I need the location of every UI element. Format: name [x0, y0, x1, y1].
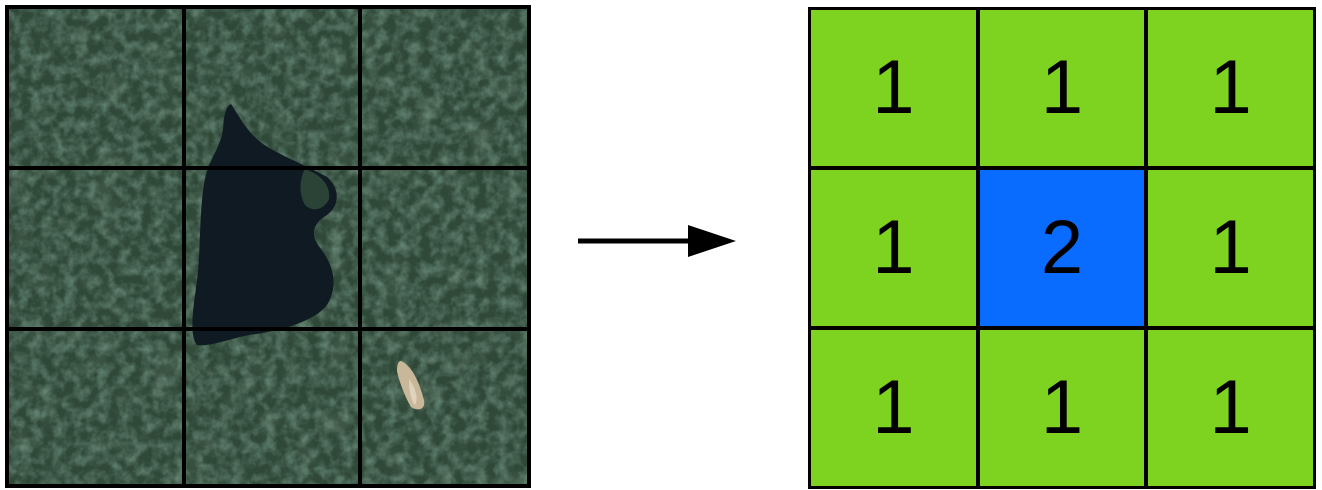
right-arrow-icon	[578, 225, 736, 257]
class-cell: 1	[811, 10, 976, 166]
class-cell: 1	[1148, 170, 1313, 326]
class-cell: 1	[1148, 330, 1313, 486]
class-cell: 1	[979, 330, 1145, 486]
class-cell: 1	[1148, 10, 1313, 166]
classification-grid: 1 1 1 1 2 1 1 1 1	[808, 7, 1316, 489]
grid-line-vertical-1	[182, 9, 186, 484]
class-cell: 1	[811, 330, 976, 486]
grid-line-horizontal-1	[9, 166, 527, 170]
class-cell: 2	[979, 170, 1145, 326]
grid-line-horizontal-2	[9, 327, 527, 331]
aerial-forest-lake-icon	[9, 9, 527, 484]
aerial-image-grid	[5, 5, 531, 488]
class-cell: 1	[811, 170, 976, 326]
grid-line-vertical-2	[358, 9, 362, 484]
class-cell: 1	[979, 10, 1145, 166]
